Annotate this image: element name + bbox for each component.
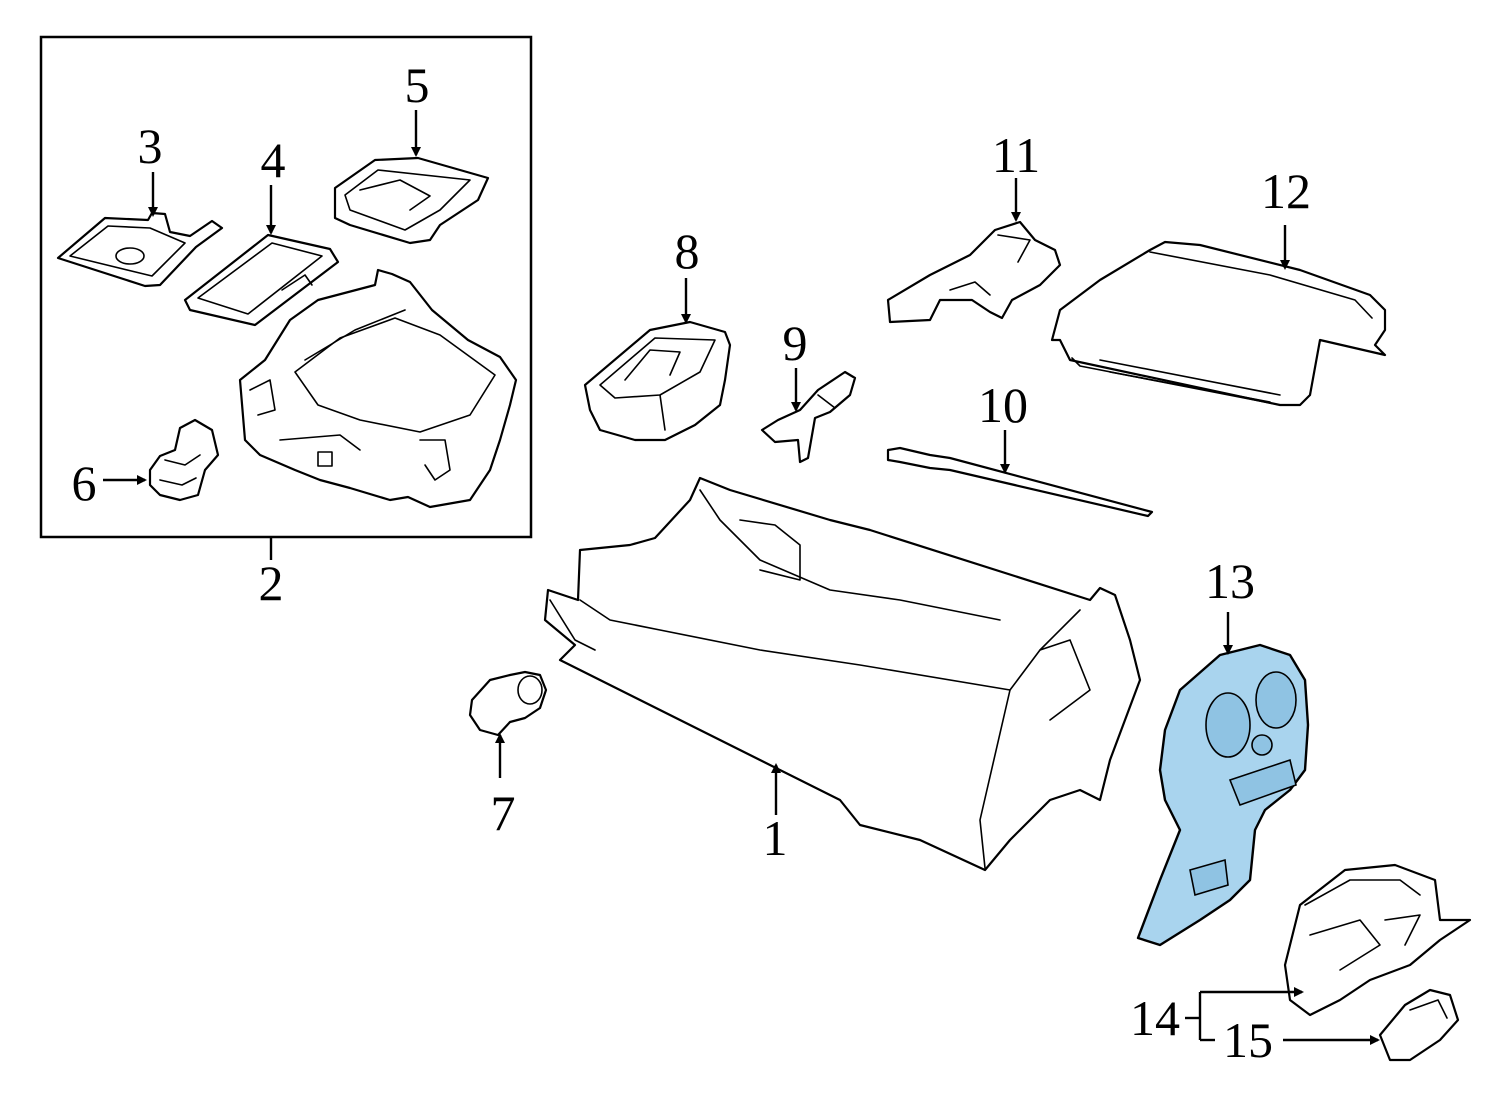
callout-7: 7 [491, 785, 516, 841]
part-9-tube[interactable] [760, 370, 857, 464]
callout-15: 15 [1223, 1012, 1273, 1068]
callout-3: 3 [138, 118, 163, 174]
vent-right [1255, 671, 1297, 729]
callout-13: 13 [1205, 553, 1255, 609]
callout-14: 14 [1130, 990, 1180, 1046]
callout-5: 5 [405, 57, 430, 113]
kit-box-frame [39, 35, 533, 539]
part-2-housing[interactable] [238, 268, 518, 509]
part-10-rod[interactable] [886, 446, 1154, 518]
part-12-armrest[interactable] [1050, 240, 1387, 407]
part-8-cupholder[interactable] [583, 320, 732, 442]
center-knob [1251, 734, 1273, 756]
callout-2: 2 [259, 555, 284, 611]
part-3-plate[interactable] [56, 211, 224, 288]
callout-11: 11 [992, 127, 1040, 183]
callout-10: 10 [978, 377, 1028, 433]
part-5-box[interactable] [333, 156, 490, 245]
callout-12: 12 [1261, 163, 1311, 219]
part-14-control-unit[interactable] [1283, 863, 1472, 1017]
callout-4: 4 [261, 132, 286, 188]
part-4-pad[interactable] [183, 233, 340, 327]
part-15-connector[interactable] [1378, 988, 1460, 1062]
callout-6: 6 [72, 455, 97, 511]
part-7-switch[interactable] [468, 670, 548, 737]
part-11-bezel[interactable] [886, 220, 1062, 324]
vent-left [1205, 692, 1251, 758]
part-6-clip[interactable] [148, 418, 220, 502]
part-13-trim-panel[interactable] [1136, 643, 1310, 947]
callout-8: 8 [675, 223, 700, 279]
part-1-console[interactable] [543, 476, 1142, 872]
callout-1: 1 [763, 810, 788, 866]
callout-9: 9 [783, 315, 808, 371]
